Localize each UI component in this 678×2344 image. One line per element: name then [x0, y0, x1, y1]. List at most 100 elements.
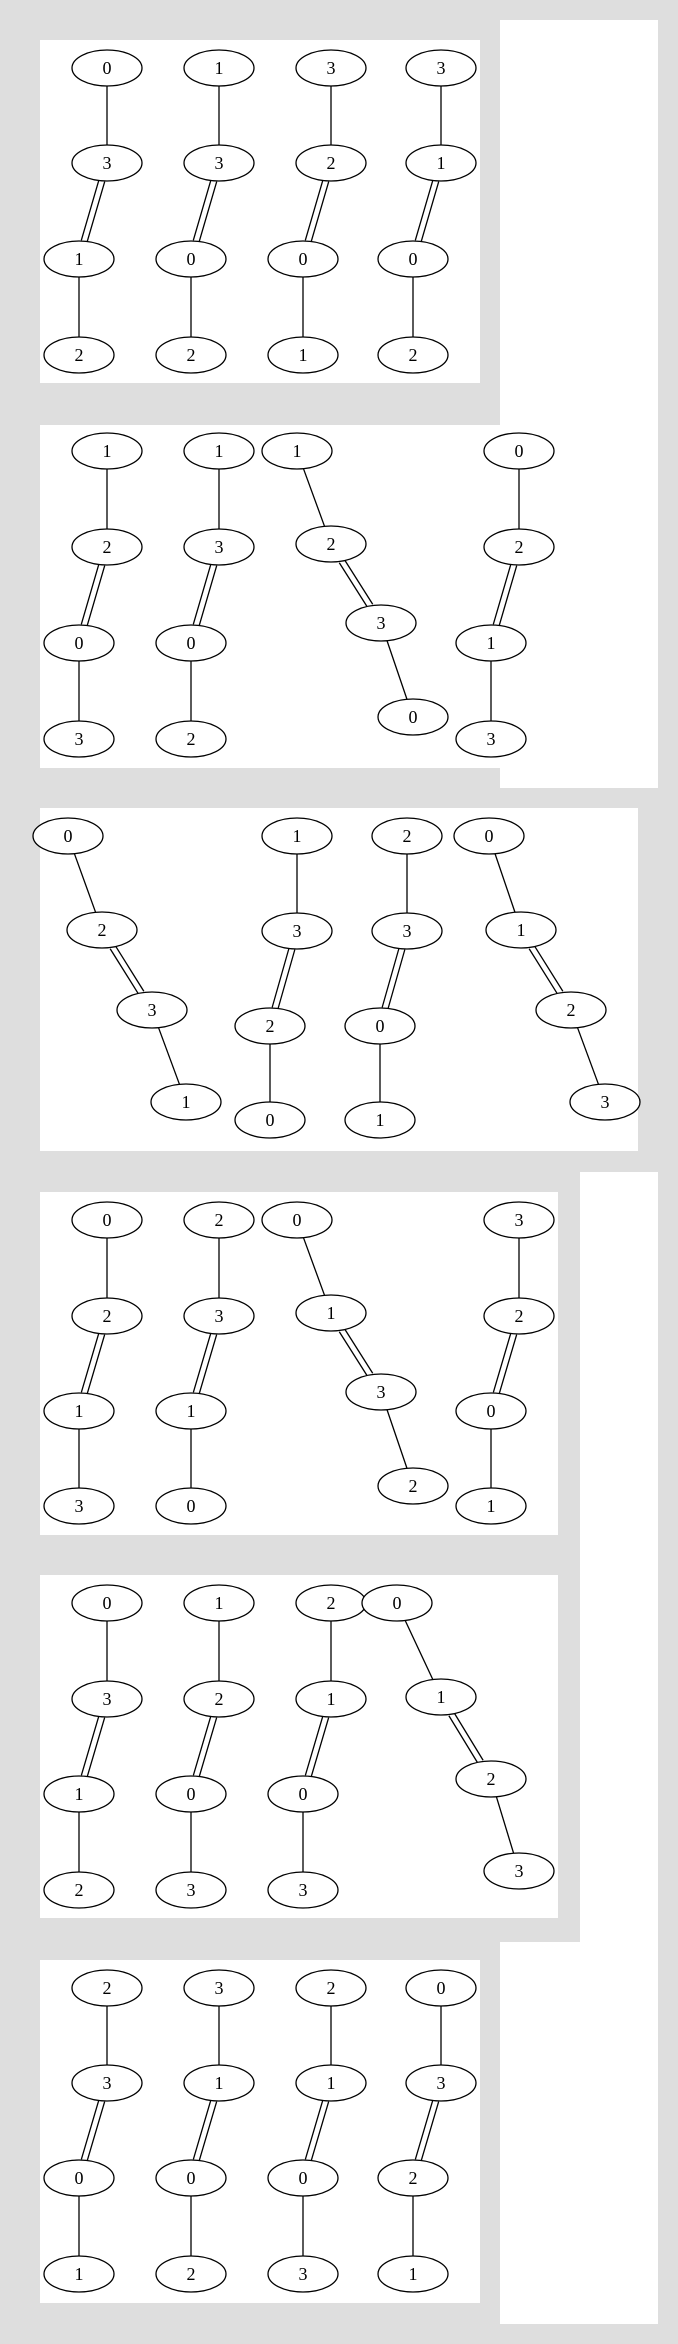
node-ellipse: [71, 144, 143, 182]
double-bond-edge: [343, 559, 374, 605]
node-label: 1: [187, 1401, 196, 1421]
node-ellipse: [377, 2255, 449, 2293]
node-ellipse: [71, 2064, 143, 2102]
page-frame-5: [500, 1942, 658, 2324]
panel-background: [40, 1192, 558, 1535]
node-label: 0: [393, 1593, 402, 1613]
graph-node: 3: [267, 2255, 339, 2293]
node-label: 3: [103, 2073, 112, 2093]
node-label: 1: [293, 826, 302, 846]
node-label: 3: [601, 1092, 610, 1112]
graph-node: 0: [377, 698, 449, 736]
double-bond-edge: [80, 1332, 100, 1393]
double-bond-edge: [420, 181, 440, 243]
node-label: 1: [437, 153, 446, 173]
graph-node: 3: [483, 1201, 555, 1239]
node-ellipse: [377, 336, 449, 374]
graph-node: 2: [71, 1969, 143, 2007]
double-bond-edge: [198, 2101, 218, 2162]
node-label: 3: [299, 2264, 308, 2284]
node-ellipse: [183, 1584, 255, 1622]
graph-node: 2: [371, 817, 443, 855]
node-label: 0: [409, 249, 418, 269]
node-ellipse: [43, 1392, 115, 1430]
graph-node: 1: [405, 1678, 477, 1716]
graph-node: 0: [155, 1487, 227, 1525]
double-bond-edge: [80, 2099, 100, 2160]
node-label: 2: [75, 345, 84, 365]
graph-node: 2: [295, 144, 367, 182]
node-label: 1: [437, 1687, 446, 1707]
node-ellipse: [267, 240, 339, 278]
node-ellipse: [43, 1487, 115, 1525]
node-ellipse: [183, 1297, 255, 1335]
double-bond-edge: [86, 1717, 106, 1778]
node-ellipse: [43, 2159, 115, 2197]
graph-node: 0: [43, 2159, 115, 2197]
graph-node: 1: [183, 2064, 255, 2102]
double-bond-edge: [192, 1332, 212, 1393]
node-ellipse: [267, 2159, 339, 2197]
node-ellipse: [155, 2255, 227, 2293]
node-label: 1: [182, 1092, 191, 1112]
panel-background: [40, 1575, 558, 1918]
single-edge: [494, 853, 516, 913]
graph-node: 1: [43, 1775, 115, 1813]
graph-node: 3: [183, 1969, 255, 2007]
node-label: 1: [376, 1110, 385, 1130]
graph-node: 1: [261, 817, 333, 855]
single-edge: [404, 1620, 434, 1680]
graph-node: 3: [183, 528, 255, 566]
node-ellipse: [267, 1871, 339, 1909]
graph-node: 0: [455, 1392, 527, 1430]
graph-node: 0: [267, 240, 339, 278]
node-ellipse: [344, 1101, 416, 1139]
double-bond-edge: [343, 1328, 374, 1374]
graph-node: 2: [295, 525, 367, 563]
graph-node: 1: [455, 1487, 527, 1525]
node-ellipse: [295, 2064, 367, 2102]
node-label: 2: [487, 1769, 496, 1789]
node-label: 1: [215, 441, 224, 461]
node-ellipse: [295, 1680, 367, 1718]
node-ellipse: [155, 624, 227, 662]
graph-node: 3: [43, 1487, 115, 1525]
double-bond-edge: [304, 179, 324, 241]
graph-node: 2: [183, 1201, 255, 1239]
node-ellipse: [183, 1201, 255, 1239]
node-ellipse: [155, 2159, 227, 2197]
double-bond-edge: [414, 2099, 434, 2160]
node-label: 0: [103, 1210, 112, 1230]
graph-node: 2: [155, 2255, 227, 2293]
node-ellipse: [455, 1760, 527, 1798]
node-label: 1: [293, 441, 302, 461]
node-label: 2: [327, 1593, 336, 1613]
double-bond-edge: [492, 563, 512, 625]
double-bond-edge: [192, 1715, 212, 1776]
node-label: 0: [437, 1978, 446, 1998]
double-bond-edge: [414, 179, 434, 241]
graph-node: 0: [155, 2159, 227, 2197]
node-ellipse: [371, 912, 443, 950]
graph-component: 3 1 0 2: [155, 1969, 255, 2293]
graph-node: 2: [71, 528, 143, 566]
node-label: 0: [299, 2168, 308, 2188]
node-ellipse: [183, 528, 255, 566]
graph-node: 2: [43, 1871, 115, 1909]
node-ellipse: [295, 144, 367, 182]
graph-node: 0: [453, 817, 525, 855]
graph-node: 0: [71, 1584, 143, 1622]
node-label: 3: [515, 1861, 524, 1881]
node-ellipse: [295, 1294, 367, 1332]
node-ellipse: [483, 528, 555, 566]
